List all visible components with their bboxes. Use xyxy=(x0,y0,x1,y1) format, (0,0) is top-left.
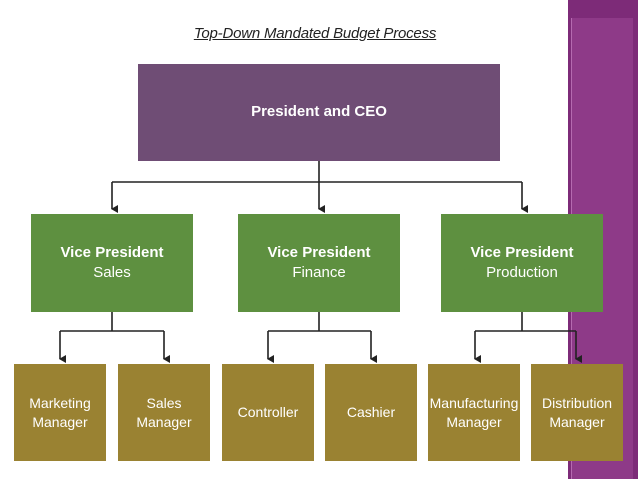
sales-manager-line2: Manager xyxy=(136,413,192,430)
sales-manager-box: Sales Manager xyxy=(118,364,210,461)
ceo-label: President and CEO xyxy=(251,103,387,121)
cashier-box: Cashier xyxy=(325,364,417,461)
vp-sales-department: Sales xyxy=(93,264,131,281)
vp-production-department: Production xyxy=(486,264,558,281)
vp-finance-title: Vice President xyxy=(267,243,371,261)
vp-production-title: Vice President xyxy=(470,243,574,261)
manufacturing-manager-box: Manufacturing Manager xyxy=(428,364,520,461)
sales-manager-line1: Sales xyxy=(146,394,182,411)
distribution-manager-line2: Manager xyxy=(549,413,605,430)
marketing-manager-box: Marketing Manager xyxy=(14,364,106,461)
cashier-label: Cashier xyxy=(346,404,396,421)
manufacturing-manager-line1: Manufacturing xyxy=(429,394,519,411)
vp-production-box: Vice President Production xyxy=(441,214,603,312)
marketing-manager-line1: Marketing xyxy=(29,394,91,411)
vp-sales-box: Vice President Sales xyxy=(31,214,193,312)
diagram-title: Top-Down Mandated Budget Process xyxy=(193,25,437,42)
ceo-box: President and CEO xyxy=(138,64,500,161)
controller-label: Controller xyxy=(237,404,299,421)
marketing-manager-line2: Manager xyxy=(32,413,88,430)
vp-finance-box: Vice President Finance xyxy=(238,214,400,312)
vp-sales-title: Vice President xyxy=(60,243,164,261)
manufacturing-manager-line2: Manager xyxy=(446,413,502,430)
distribution-manager-box: Distribution Manager xyxy=(531,364,623,461)
controller-box: Controller xyxy=(222,364,314,461)
distribution-manager-line1: Distribution xyxy=(541,394,613,411)
vp-finance-department: Finance xyxy=(292,264,346,281)
